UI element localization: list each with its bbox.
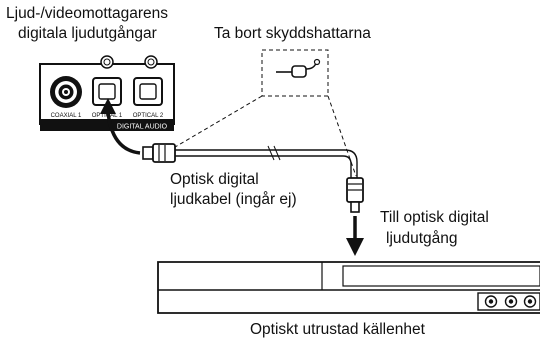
source-unit-label: Optiskt utrustad källenhet: [250, 321, 425, 338]
source-unit: [157, 261, 540, 314]
protective-cap-callout: [169, 49, 357, 177]
cable-label-line2: ljudkabel (ingår ej): [170, 191, 297, 208]
insert-arrow-source: [346, 216, 364, 256]
protective-cap-1: [100, 55, 114, 69]
receiver-label-line2: digitala ljudutgångar: [18, 25, 157, 42]
optical-jack-2: [133, 77, 163, 106]
cable-label-line1: Optisk digital: [170, 171, 259, 188]
protective-cap-2: [144, 55, 158, 69]
optical-cable: [142, 143, 364, 213]
insert-arrow-receiver: [100, 98, 141, 155]
optical-jack-2-label: OPTICAL 2: [133, 113, 164, 119]
receiver-label-line1: Ljud-/videomottagarens: [6, 5, 168, 22]
receiver-panel: DIGITAL AUDIO COAXIAL 1 OPTICAL 1 OPTICA…: [39, 55, 175, 131]
coaxial-jack-label: COAXIAL 1: [51, 113, 82, 119]
to-output-label-line1: Till optisk digital: [380, 209, 489, 226]
remove-caps-label: Ta bort skyddshattarna: [214, 25, 371, 42]
digital-audio-group-label: DIGITAL AUDIO: [117, 124, 168, 131]
to-output-label-line2: ljudutgång: [386, 230, 458, 247]
coaxial-jack: [50, 76, 82, 108]
